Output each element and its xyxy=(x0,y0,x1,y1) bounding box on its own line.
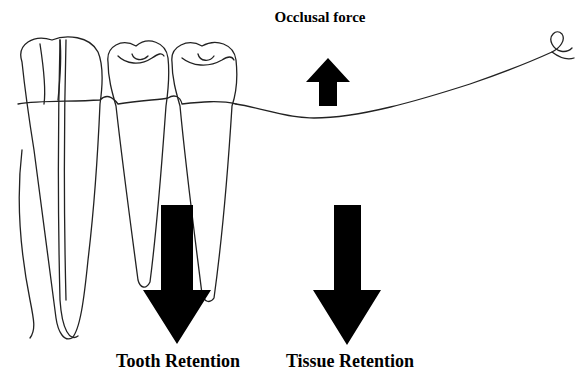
clasp-arm xyxy=(59,40,79,338)
retention-arrow xyxy=(313,205,381,345)
force-arrow xyxy=(306,58,350,106)
gum-line xyxy=(18,96,236,104)
retention-label: Tissue Retention xyxy=(286,351,414,372)
retention-arrow xyxy=(143,205,211,344)
force-label: Occlusal force xyxy=(275,9,366,26)
residual-ridge xyxy=(236,32,572,118)
abutment-tooth xyxy=(21,37,102,339)
retention-label: Tooth Retention xyxy=(116,351,240,372)
premolar-tooth xyxy=(108,41,169,287)
